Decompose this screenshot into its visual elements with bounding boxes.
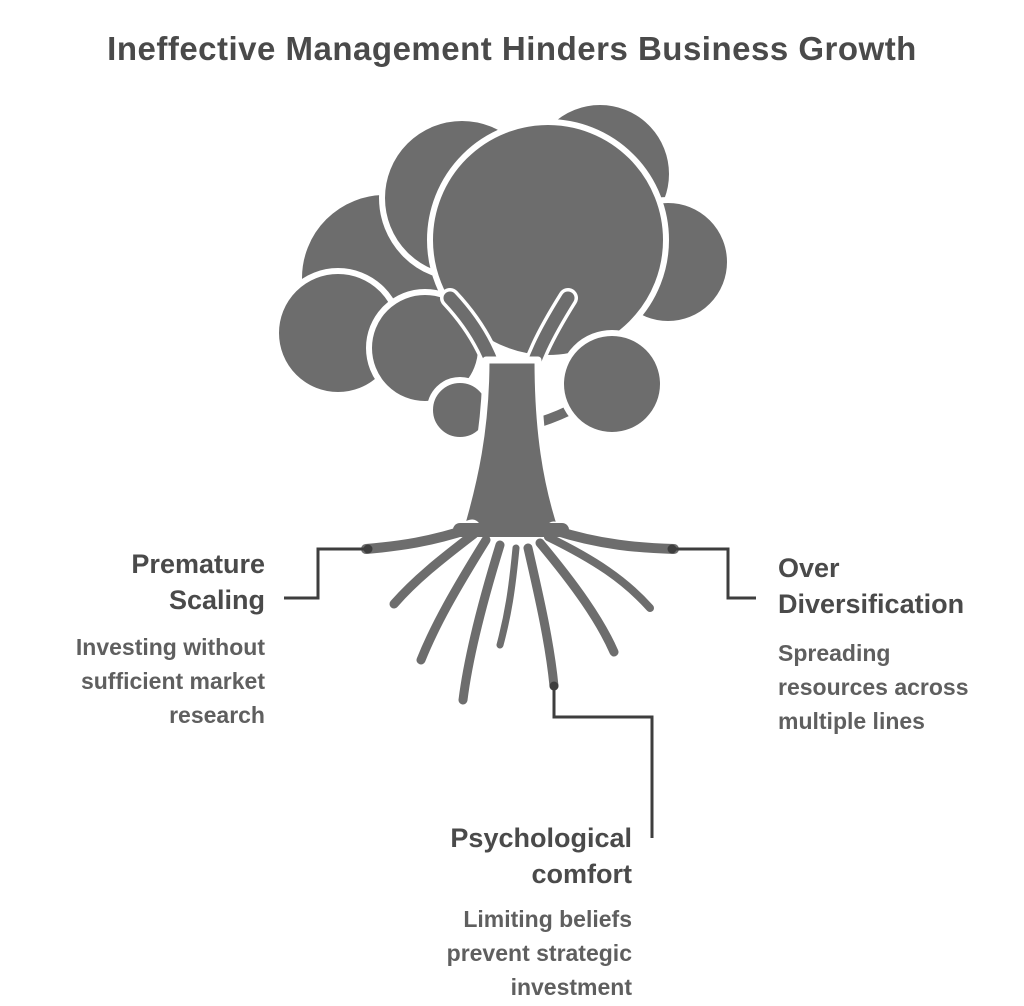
left-cause-description-line1: Investing without bbox=[75, 634, 265, 660]
left-cause-heading-line1: Premature bbox=[131, 549, 265, 579]
left-cause-description-line2: sufficient market bbox=[80, 668, 265, 694]
right-cause-description-line3: multiple lines bbox=[778, 708, 925, 734]
connector-dots bbox=[363, 544, 677, 691]
left-connector-dot bbox=[363, 544, 373, 554]
bottom-cause-heading: Psychological comfort bbox=[450, 820, 632, 892]
left-cause-heading-line2: Scaling bbox=[168, 585, 265, 615]
bottom-cause-description-line2: prevent strategic bbox=[446, 940, 632, 966]
left-cause-description-line3: research bbox=[169, 702, 265, 728]
right-connector-dot bbox=[667, 544, 677, 554]
page-title: Ineffective Management Hinders Business … bbox=[107, 30, 917, 67]
right-cause-heading: Over Diversification bbox=[778, 550, 964, 622]
left-cause-description: Investing without sufficient market rese… bbox=[76, 630, 265, 732]
right-cause-heading-line2: Diversification bbox=[778, 589, 965, 619]
right-cause-description-line1: Spreading bbox=[778, 640, 891, 666]
right-cause-description-line2: resources across bbox=[778, 674, 969, 700]
left-cause-heading: Premature Scaling bbox=[131, 546, 265, 618]
bottom-connector-line bbox=[552, 686, 654, 838]
bottom-cause-description-line1: Limiting beliefs bbox=[463, 906, 632, 932]
connector-lines bbox=[284, 547, 756, 838]
left-connector-line bbox=[284, 547, 368, 600]
right-cause-heading-line1: Over bbox=[778, 553, 840, 583]
bottom-connector-dot bbox=[549, 681, 559, 691]
bottom-cause-heading-line1: Psychological bbox=[450, 823, 632, 853]
bottom-cause-description: Limiting beliefs prevent strategic inves… bbox=[447, 902, 632, 1004]
right-cause-description: Spreading resources across multiple line… bbox=[778, 636, 969, 738]
bottom-cause-heading-line2: comfort bbox=[531, 859, 633, 889]
bottom-cause-description-line3: investment bbox=[510, 974, 632, 1000]
right-connector-line bbox=[672, 547, 756, 600]
